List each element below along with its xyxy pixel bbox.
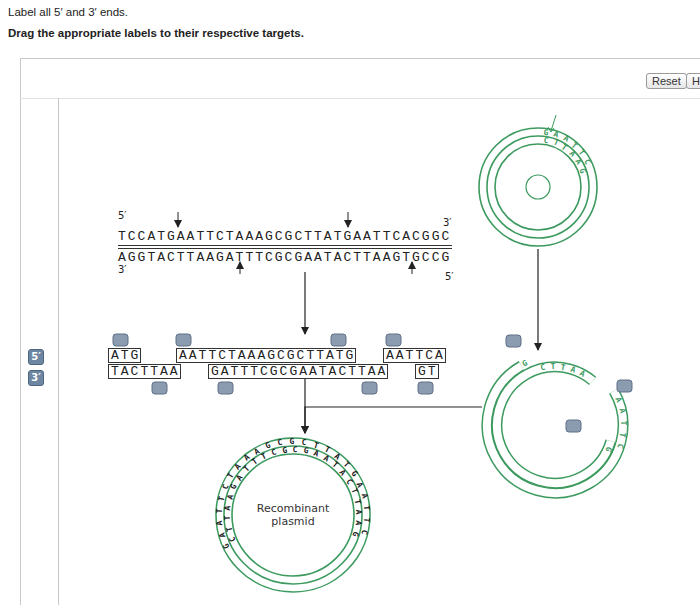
label-chip: 3′: [28, 370, 44, 386]
box-text: Reset: [652, 75, 681, 87]
reset-button: Reset: [646, 73, 687, 89]
ring-letter: T: [347, 485, 360, 498]
dna-fragment: AATTCTAAAGCGCTTATG: [176, 348, 356, 363]
cut-plasmid-ring: [482, 352, 628, 498]
drop-target: [331, 334, 346, 346]
ring-letter: G: [300, 445, 312, 457]
ring-letter: A: [223, 502, 234, 513]
fragment-sequence: AATTCTAAAGCGCTTATG: [179, 348, 355, 363]
flow-arrow: [304, 379, 305, 433]
strand-line: [118, 245, 452, 246]
ring-letter: G: [228, 480, 241, 493]
plasmid-caption: Recombinant plasmid: [255, 502, 331, 528]
ring-letter: T: [617, 429, 628, 440]
ring-letter: A: [310, 448, 323, 461]
fragment-sequence: AATTCA: [386, 348, 445, 363]
dna-fragment: GT: [415, 364, 439, 379]
dna-fragment: TACTTAA: [108, 364, 181, 379]
fragment-sequence: TACTTAA: [111, 364, 180, 379]
strand-band: [483, 353, 626, 496]
end-label: 3′: [118, 264, 127, 275]
drop-target: [566, 420, 581, 432]
ring-letter: C: [540, 135, 552, 147]
fragment-sequence: ATG: [111, 348, 140, 363]
dna-fragment: AATTCA: [383, 348, 446, 363]
ring-letter: C: [268, 447, 280, 459]
drop-target: [176, 334, 191, 346]
digest-arrow: [304, 272, 305, 334]
fragment-sequence: GATTTCGCGAATACTTAA: [211, 364, 387, 379]
ring-letter: T: [618, 417, 628, 427]
plasmid-ring: [478, 127, 598, 247]
end-label: 5′: [445, 271, 454, 282]
cut-plasmid: GCTTAAAATTCG: [482, 352, 628, 498]
dna-fragment: GATTTCGCGAATACTTAA: [208, 364, 388, 379]
ring-letter: T: [548, 362, 558, 372]
ring-letter: G: [279, 445, 290, 456]
drop-target: [113, 334, 128, 346]
cut-site-arrow: [348, 212, 349, 227]
ring-letter: T: [223, 513, 234, 524]
flow-arrow: [537, 249, 538, 350]
fragment-sequence: GT: [418, 364, 438, 379]
dna-strand: TCCATGAATTCTAAAGCGCTTATGAATTCACGGC: [118, 230, 451, 243]
plasmid-circle: GAATTCCTTAAG: [478, 127, 598, 247]
drop-target: [386, 334, 401, 346]
ring-letter: T: [557, 362, 568, 373]
end-label: 3′: [443, 217, 452, 228]
dna-fragment: ATG: [108, 348, 141, 363]
work-frame: [21, 59, 700, 605]
ring-letter: T: [351, 496, 363, 508]
label-chip: 5′: [28, 349, 44, 365]
strand-line: [118, 248, 452, 249]
instruction-text: Label all 5′ and 3′ ends.: [8, 6, 128, 18]
flow-arrow: [305, 407, 482, 433]
side-column-line: [58, 98, 59, 605]
box-text: H: [692, 75, 700, 87]
ring-letter: A: [616, 405, 628, 417]
cut-site-arrow: [178, 212, 179, 227]
recombinant-plasmid: GAATTCTAAAGCGCTTATGAATTCCTTAAGATTTCGCGAA…: [215, 437, 371, 593]
ring-letter: C: [290, 445, 300, 455]
drop-target: [362, 382, 377, 394]
box-text: 3′: [31, 372, 41, 383]
dna-strand: AGGTACTTAAGATTTCGCGAATACTTAAGTGCCG: [118, 251, 451, 264]
strand-band-fill: [462, 332, 648, 518]
strand-band: [462, 332, 648, 518]
drop-target: [418, 382, 433, 394]
strand-band-fill: [483, 353, 626, 496]
ring-letter: A: [352, 517, 363, 528]
box-text: 5′: [31, 351, 41, 362]
instruction-text: Drag the appropriate labels to their res…: [8, 27, 304, 39]
toolbar-line: [20, 98, 700, 99]
drop-target: [152, 382, 167, 394]
ring-letter: A: [353, 507, 363, 517]
end-label: 5′: [118, 210, 127, 221]
help-button: H: [686, 73, 700, 89]
ring-letter: T: [224, 523, 236, 535]
drop-target: [506, 335, 521, 347]
drop-target: [218, 382, 233, 394]
ring-letter: G: [576, 164, 589, 177]
